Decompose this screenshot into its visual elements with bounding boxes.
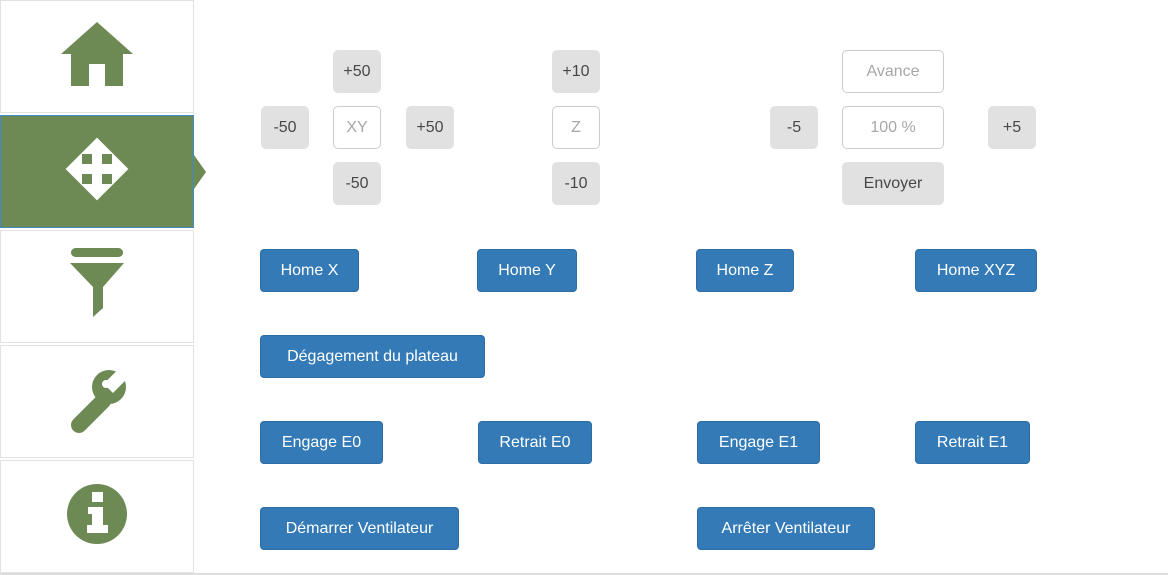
retract-e1-button[interactable]: Retrait E1 (915, 421, 1030, 464)
move-arrows-icon (62, 134, 132, 209)
jog-xy-left-button[interactable]: -50 (261, 106, 309, 149)
jog-xy-up-button[interactable]: +50 (333, 50, 381, 93)
feedrate-input[interactable] (842, 50, 944, 93)
bed-release-button[interactable]: Dégagement du plateau (260, 335, 485, 378)
feedrate-send-button[interactable]: Envoyer (842, 162, 944, 205)
jog-xy-down-button[interactable]: -50 (333, 162, 381, 205)
jog-z-up-button[interactable]: +10 (552, 50, 600, 93)
feedrate-minus-button[interactable]: -5 (770, 106, 818, 149)
sidebar-item-filter[interactable] (0, 230, 194, 343)
jog-z-down-button[interactable]: -10 (552, 162, 600, 205)
fan-start-button[interactable]: Démarrer Ventilateur (260, 507, 459, 550)
sidebar-item-settings[interactable] (0, 345, 194, 458)
selected-item-pointer (194, 155, 206, 189)
sidebar-item-info[interactable] (0, 460, 194, 573)
engage-e0-button[interactable]: Engage E0 (260, 421, 383, 464)
feedrate-plus-button[interactable]: +5 (988, 106, 1036, 149)
jog-xy-right-button[interactable]: +50 (406, 106, 454, 149)
home-xyz-button[interactable]: Home XYZ (915, 249, 1037, 292)
fan-stop-button[interactable]: Arrêter Ventilateur (697, 507, 875, 550)
feedrate-value-input[interactable] (842, 106, 944, 149)
home-y-button[interactable]: Home Y (477, 249, 577, 292)
sidebar-item-home[interactable] (0, 0, 194, 113)
jog-z-distance-input[interactable] (552, 106, 600, 149)
sidebar-item-move[interactable] (0, 115, 194, 228)
home-icon (59, 20, 135, 93)
filter-icon (66, 248, 128, 325)
info-circle-icon (62, 479, 132, 554)
wrench-icon (62, 361, 136, 439)
home-z-button[interactable]: Home Z (696, 249, 794, 292)
home-x-button[interactable]: Home X (260, 249, 359, 292)
engage-e1-button[interactable]: Engage E1 (697, 421, 820, 464)
retract-e0-button[interactable]: Retrait E0 (478, 421, 592, 464)
jog-xy-distance-input[interactable] (333, 106, 381, 149)
sidebar (0, 0, 206, 573)
